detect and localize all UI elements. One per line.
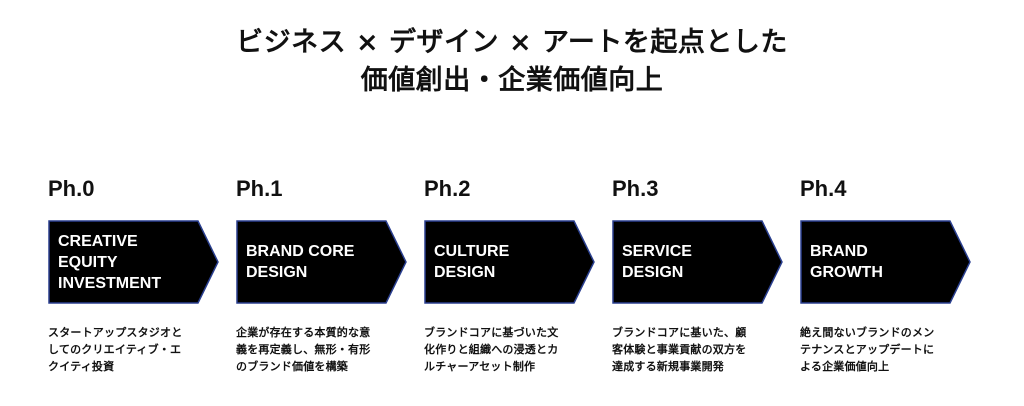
phase-description: スタートアップスタジオと してのクリエイティブ・エ クイティ投資 bbox=[48, 326, 183, 373]
title-line-1: ビジネス × デザイン × アートを起点とした bbox=[236, 27, 788, 58]
phase-description: 企業が存在する本質的な意 義を再定義し、無形・有形 のブランド価値を構築 bbox=[236, 326, 371, 373]
phase-description: 絶え間ないブランドのメン テナンスとアップデートに よる企業価値向上 bbox=[800, 326, 935, 373]
chevron-arrow-shape bbox=[424, 220, 595, 304]
phase-description: ブランドコアに基づいた文 化作りと組織への浸透とカ ルチャーアセット制作 bbox=[424, 326, 559, 373]
diagram-title: ビジネス × デザイン × アートを起点とした 価値創出・企業価値向上 bbox=[0, 24, 1024, 100]
title-line-2: 価値創出・企業価値向上 bbox=[360, 65, 664, 96]
chevron-arrow-shape bbox=[800, 220, 971, 304]
phase-name: SERVICE DESIGN bbox=[622, 243, 692, 281]
phase-name: CREATIVE EQUITY INVESTMENT bbox=[58, 232, 162, 292]
phase-label: Ph.3 bbox=[612, 176, 659, 201]
chevron-arrow-shape bbox=[612, 220, 783, 304]
phase-label: Ph.1 bbox=[236, 176, 283, 201]
phase-chevron: CREATIVE EQUITY INVESTMENT bbox=[48, 220, 220, 304]
phase-chevron: SERVICE DESIGN bbox=[612, 220, 784, 304]
phase-name: BRAND GROWTH bbox=[810, 243, 883, 281]
phase-chevron: BRAND CORE DESIGN bbox=[236, 220, 408, 304]
phase-chevron: CULTURE DESIGN bbox=[424, 220, 596, 304]
phase-label: Ph.2 bbox=[424, 176, 471, 201]
chevron-arrow-shape bbox=[48, 220, 219, 304]
phase-label: Ph.0 bbox=[48, 176, 95, 201]
phase-description: ブランドコアに基いた、顧 客体験と事業貢献の双方を 達成する新規事業開発 bbox=[612, 326, 747, 373]
chevron-arrow-shape bbox=[236, 220, 407, 304]
phase-chevron: BRAND GROWTH bbox=[800, 220, 972, 304]
phase-name: CULTURE DESIGN bbox=[434, 243, 510, 281]
phase-label: Ph.4 bbox=[800, 176, 847, 201]
phase-name: BRAND CORE DESIGN bbox=[246, 243, 355, 281]
